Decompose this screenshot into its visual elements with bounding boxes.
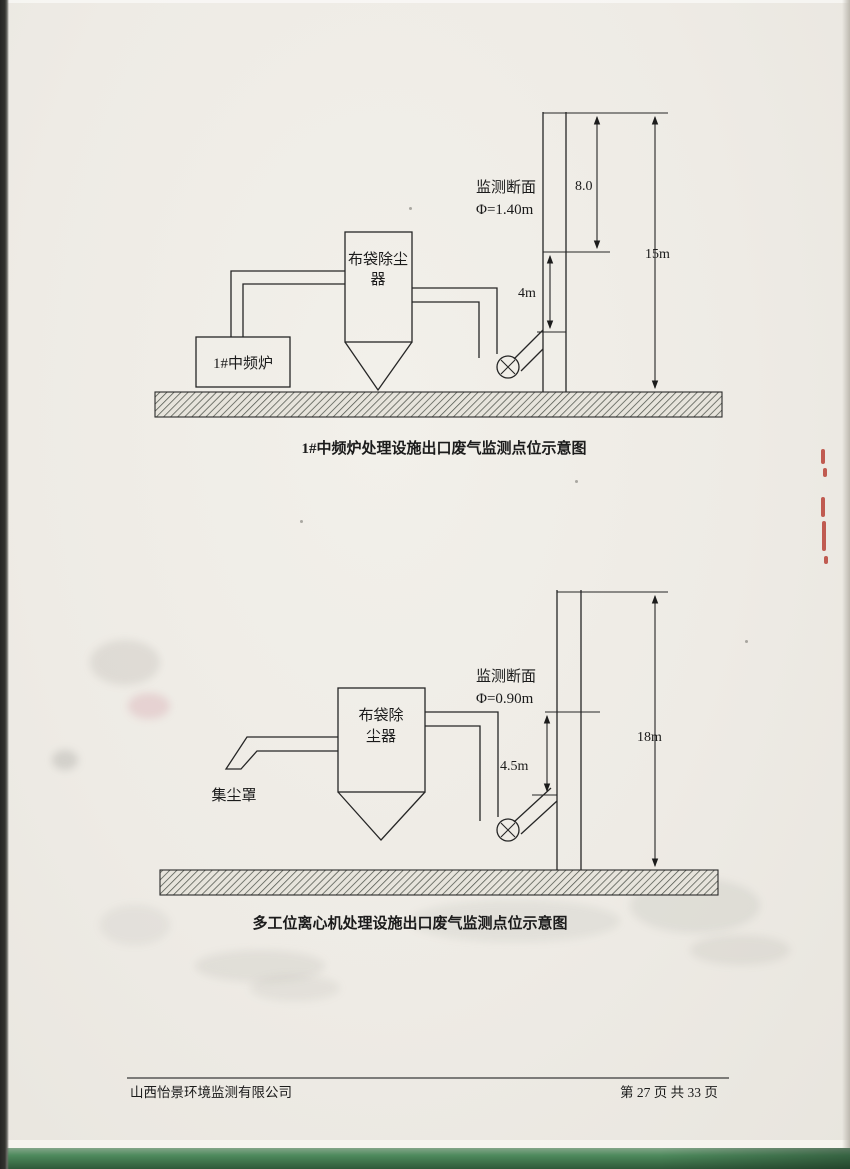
d1-collector-label-line2: 器 [370,272,385,288]
red-pen-mark [824,556,828,564]
scan-band-above-bottom [0,1140,850,1148]
scan-edge-top [0,0,850,3]
footer-page-number: 第 27 页 共 33 页 [620,1084,718,1100]
scan-speck [745,640,748,643]
d2-outlet-duct [425,711,499,821]
d2-collector-label-line2: 尘器 [366,728,396,745]
scan-smudge [52,750,78,770]
scan-smudge [100,905,170,945]
scan-smudge [410,900,620,942]
d1-monitoring-label-line2: Φ=1.40m [476,202,534,218]
d2-collector-label-line1: 布袋除 [358,707,403,724]
page-footer: 山西怡景环境监测有限公司 第 27 页 共 33 页 [127,1077,729,1100]
d2-ground-hatch [159,869,719,896]
scan-edge-left [0,0,9,1169]
d1-inlet-duct [230,270,345,337]
d1-outlet-duct [412,287,498,358]
d2-inclined-duct [513,787,558,835]
scan-smudge-pink [128,693,170,719]
d1-inclined-duct [513,329,544,372]
d2-hood-label: 集尘罩 [211,787,256,804]
d1-dim-duct-value: 4m [518,286,536,301]
d1-caption: 1#中频炉处理设施出口废气监测点位示意图 [301,439,586,457]
d1-ground-hatch [154,391,723,418]
d1-collector-box [344,231,413,343]
diagram-2-centrifuge-monitoring: 18m 4.5m 监测断面 Φ=0.90m 布袋除 尘器 集尘罩 [159,590,719,932]
red-pen-mark [821,497,825,517]
d2-dim-duct-value: 4.5m [500,759,529,774]
diagram-1-furnace-monitoring: 8.0 15m 4m 监测断面 Φ=1.40m 布袋除尘 器 1#中频炉 [154,112,723,457]
d1-dimension-ticks [537,112,668,333]
scan-speck [409,207,412,210]
d2-collector-box [337,687,426,793]
d1-monitoring-label-line1: 监测断面 [476,179,536,196]
d2-dim-stack-value: 18m [637,730,662,745]
d2-caption: 多工位离心机处理设施出口废气监测点位示意图 [252,914,567,932]
scan-edge-bottom-green [0,1148,850,1169]
d2-dimension-ticks [532,591,668,796]
d2-inlet-duct-and-hood [224,736,338,770]
d1-dim-stack-value: 15m [645,247,670,262]
scan-smudge [250,975,340,1001]
d1-collector-label-line1: 布袋除尘 [348,251,408,268]
scan-speck [575,480,578,483]
scan-edge-right [842,0,850,1169]
scan-speck [300,520,303,523]
d2-collector-hopper [337,791,426,841]
scan-smudge [195,950,325,982]
d2-stack-walls [556,590,582,870]
d1-collector-hopper [344,341,413,392]
scan-smudge [690,935,790,965]
d1-furnace-label: 1#中频炉 [213,355,273,372]
footer-company: 山西怡景环境监测有限公司 [130,1085,292,1100]
d2-monitoring-label-line2: Φ=0.90m [476,691,534,707]
d2-fan-icon [496,818,520,842]
red-pen-mark [821,449,825,464]
scan-smudge [90,640,160,685]
d1-fan-icon [496,355,520,379]
d1-dim-upper-value: 8.0 [575,179,593,194]
d2-monitoring-label-line1: 监测断面 [476,668,536,685]
red-pen-mark [823,468,827,477]
red-pen-mark [822,521,826,551]
